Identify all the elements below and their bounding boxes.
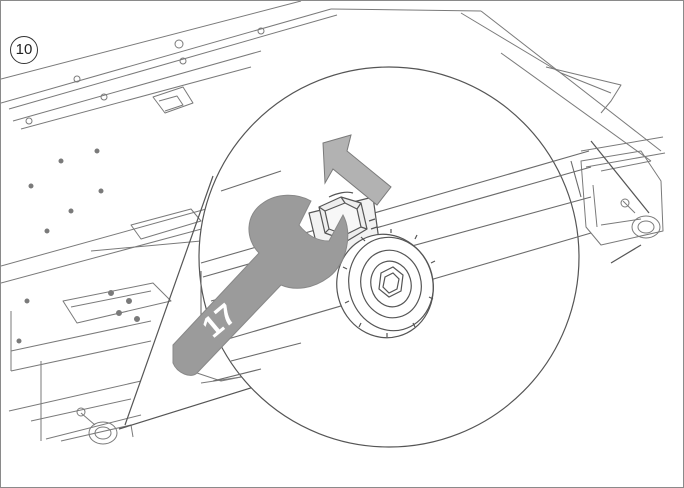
step-number-badge: 10	[10, 36, 38, 64]
tighten-direction-arrow-icon	[322, 134, 392, 206]
leveling-foot-icon	[336, 229, 436, 339]
